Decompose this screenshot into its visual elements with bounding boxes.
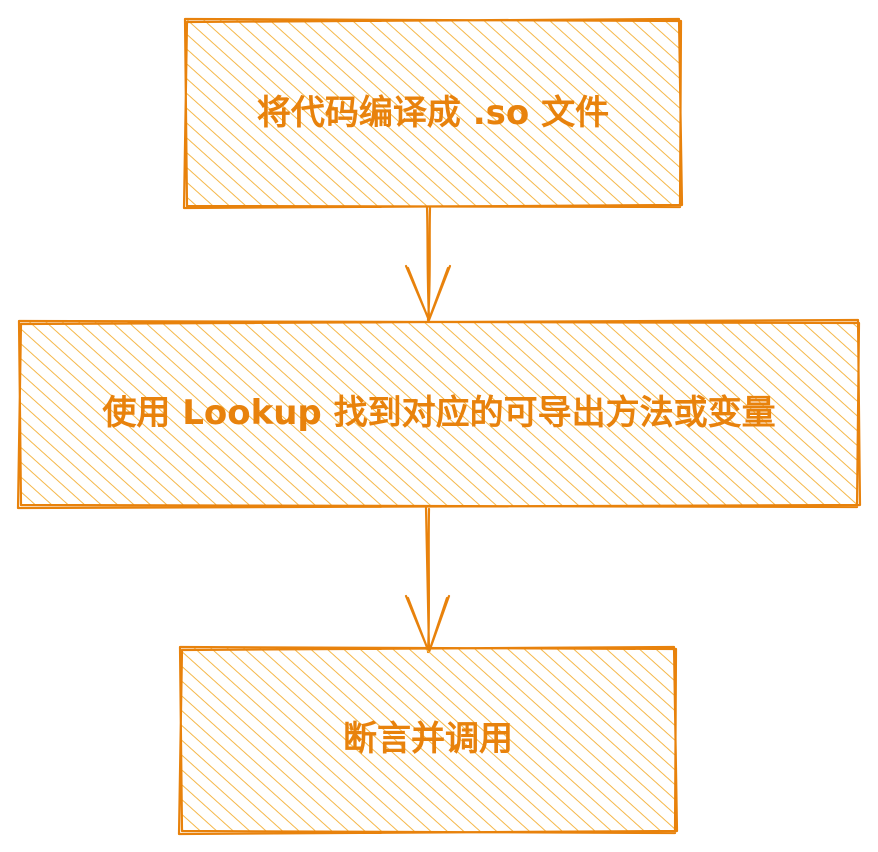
edge-compile-to-lookup-line <box>425 205 432 322</box>
node-compile-box <box>186 20 680 206</box>
node-compile-label: 将代码编译成 .so 文件 <box>257 93 609 133</box>
node-assert-box <box>181 648 675 832</box>
edge-compile-to-lookup <box>404 205 452 322</box>
node-lookup-box <box>20 322 858 506</box>
edge-lookup-to-assert <box>404 506 451 654</box>
node-assert-border <box>177 645 679 836</box>
node-lookup-label: 使用 Lookup 找到对应的可导出方法或变量 <box>101 393 775 433</box>
node-compile-border <box>182 17 684 210</box>
edge-compile-to-lookup-arrowhead <box>404 264 452 322</box>
node-lookup-border <box>16 318 862 510</box>
node-assert[interactable]: 断言并调用 <box>177 645 679 836</box>
node-compile[interactable]: 将代码编译成 .so 文件 <box>182 17 684 210</box>
node-assert-label: 断言并调用 <box>343 719 513 759</box>
edge-lookup-to-assert-line <box>424 506 431 654</box>
node-lookup[interactable]: 使用 Lookup 找到对应的可导出方法或变量 <box>16 318 862 510</box>
